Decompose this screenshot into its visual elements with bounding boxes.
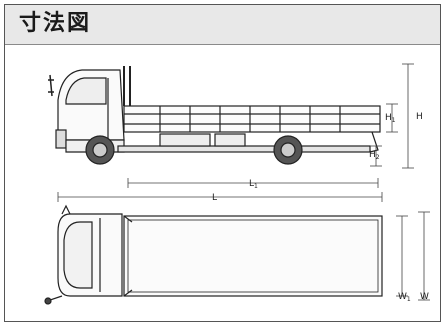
truck-side-view — [48, 66, 381, 153]
label-h2: H2 — [369, 150, 380, 161]
label-w: W — [420, 292, 429, 302]
label-h: H — [416, 112, 423, 122]
wheel-rear — [273, 135, 303, 165]
label-w1: W1 — [398, 292, 411, 303]
page-title: 寸法図 — [19, 11, 92, 36]
wheel-front — [85, 135, 115, 165]
truck-top-view — [44, 204, 383, 305]
header-bar: 寸法図 — [5, 5, 440, 45]
label-l1: L1 — [249, 179, 258, 190]
label-h1: H1 — [385, 113, 396, 124]
label-l: L — [212, 193, 217, 203]
